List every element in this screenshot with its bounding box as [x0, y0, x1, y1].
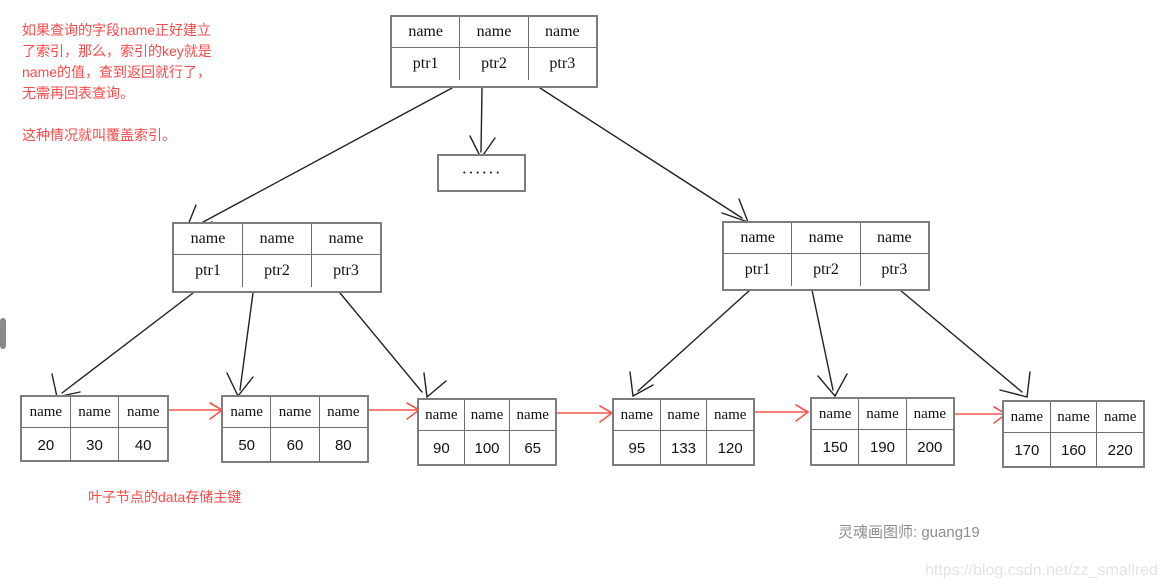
- leaf-4-key-cell-2: name: [659, 400, 707, 430]
- leaf-5-key-cell-2: name: [858, 399, 905, 429]
- root-key-cell-2: name: [459, 17, 527, 47]
- leaf-2-value-cell-2: 60: [270, 428, 318, 462]
- root-pointer-row: ptr1 ptr2 ptr3: [392, 48, 596, 80]
- leaf-node-2[interactable]: name name name 50 60 80: [221, 395, 369, 463]
- internal-left-pointer-cell-1: ptr1: [195, 262, 221, 279]
- leaf-6-value-cell-3: 220: [1096, 433, 1143, 467]
- leaf-5-value-row: 150 190 200: [812, 430, 953, 464]
- internal-node-left[interactable]: name name name ptr1 ptr2 ptr3: [172, 222, 382, 293]
- leaf-6-value-row: 170 160 220: [1004, 433, 1143, 467]
- internal-right-pointer-cell-2: ptr2: [791, 254, 859, 286]
- leaf-4-key-row: name name name: [614, 400, 753, 431]
- root-key-row: name name name: [392, 17, 596, 48]
- leaf-6-value-cell-2: 160: [1049, 433, 1097, 467]
- leaf-2-value-cell-3: 80: [318, 428, 367, 462]
- root-key-cell-3: name: [527, 17, 596, 47]
- leaf-2-key-row: name name name: [223, 397, 367, 428]
- leaf-1-value-cell-2: 30: [69, 428, 119, 462]
- internal-right-key-cell-1: name: [740, 229, 775, 246]
- internal-left-key-cell-3: name: [311, 224, 380, 254]
- leaf-5-value-cell-3: 200: [905, 430, 953, 464]
- internal-right-key-row: name name name: [724, 223, 928, 254]
- leaf-node-1[interactable]: name name name 20 30 40: [20, 395, 169, 462]
- internal-right-key-cell-3: name: [859, 223, 928, 253]
- internal-right-pointer-cell-3: ptr3: [859, 254, 928, 286]
- leaf-1-value-cell-1: 20: [37, 436, 55, 454]
- leaf-1-key-cell-2: name: [69, 397, 119, 427]
- leaf-6-key-cell-2: name: [1049, 402, 1097, 432]
- leaf-2-value-row: 50 60 80: [223, 428, 367, 462]
- leaf-4-value-row: 95 133 120: [614, 431, 753, 465]
- internal-left-key-cell-2: name: [242, 224, 311, 254]
- leaf-6-value-cell-1: 170: [1014, 441, 1040, 459]
- leaf-3-key-row: name name name: [419, 400, 555, 431]
- root-node[interactable]: name name name ptr1 ptr2 ptr3: [390, 15, 598, 88]
- ellipsis-node-text: ······: [461, 163, 502, 182]
- leaf-4-value-cell-2: 133: [659, 431, 707, 465]
- leaf-3-value-cell-2: 100: [463, 431, 510, 465]
- internal-left-pointer-cell-2: ptr2: [242, 255, 311, 287]
- leaf-5-key-cell-1: name: [818, 405, 852, 422]
- internal-left-key-cell-1: name: [190, 230, 226, 247]
- leaf-5-key-row: name name name: [812, 399, 953, 430]
- internal-right-pointer-cell-1: ptr1: [744, 261, 771, 278]
- leaf-5-value-cell-2: 190: [858, 430, 905, 464]
- leaf-2-key-cell-3: name: [318, 397, 367, 427]
- internal-right-key-cell-2: name: [791, 223, 859, 253]
- leaf-4-value-cell-1: 95: [628, 439, 646, 457]
- leaf-3-value-row: 90 100 65: [419, 431, 555, 465]
- leaf-1-value-row: 20 30 40: [22, 428, 167, 462]
- leaf-1-key-row: name name name: [22, 397, 167, 428]
- leaf-2-value-cell-1: 50: [238, 436, 255, 454]
- coverage-index-note: 如果查询的字段name正好建立 了索引，那么，索引的key就是 name的值，查…: [22, 22, 212, 143]
- root-pointer-cell-1: ptr1: [412, 55, 439, 72]
- leaf-3-key-cell-3: name: [509, 400, 555, 430]
- internal-right-pointer-row: ptr1 ptr2 ptr3: [724, 254, 928, 286]
- leaf-1-key-cell-3: name: [118, 397, 167, 427]
- leaf-4-value-cell-3: 120: [706, 431, 753, 465]
- leaf-node-4[interactable]: name name name 95 133 120: [612, 398, 755, 466]
- leaf-1-key-cell-1: name: [29, 403, 63, 420]
- leaf-3-value-cell-1: 90: [432, 439, 450, 457]
- ellipsis-node[interactable]: ······: [437, 154, 526, 192]
- leaf-6-key-cell-3: name: [1096, 402, 1143, 432]
- leaf-6-key-cell-1: name: [1010, 408, 1044, 425]
- root-key-cell-1: name: [408, 23, 443, 40]
- internal-left-pointer-row: ptr1 ptr2 ptr3: [174, 255, 380, 287]
- leaf-5-value-cell-1: 150: [822, 438, 848, 456]
- leaf-data-caption: 叶子节点的data存储主键: [88, 489, 242, 505]
- root-pointer-cell-2: ptr2: [459, 48, 527, 80]
- leaf-node-3[interactable]: name name name 90 100 65: [417, 398, 557, 466]
- internal-node-right[interactable]: name name name ptr1 ptr2 ptr3: [722, 221, 930, 291]
- leaf-3-key-cell-1: name: [425, 406, 458, 423]
- author-signature: 灵魂画图师: guang19: [838, 524, 980, 541]
- leaf-6-key-row: name name name: [1004, 402, 1143, 433]
- internal-left-pointer-cell-3: ptr3: [311, 255, 380, 287]
- leaf-3-key-cell-2: name: [463, 400, 510, 430]
- leaf-2-key-cell-1: name: [230, 403, 263, 420]
- leaf-3-value-cell-3: 65: [509, 431, 555, 465]
- scrollbar-nub[interactable]: [0, 318, 6, 349]
- root-pointer-cell-3: ptr3: [527, 48, 596, 80]
- site-watermark: https://blog.csdn.net/zz_smallred: [925, 562, 1159, 579]
- leaf-node-6[interactable]: name name name 170 160 220: [1002, 400, 1145, 468]
- leaf-4-key-cell-3: name: [706, 400, 753, 430]
- leaf-5-key-cell-3: name: [905, 399, 953, 429]
- internal-left-key-row: name name name: [174, 224, 380, 255]
- leaf-4-key-cell-1: name: [620, 406, 654, 423]
- leaf-2-key-cell-2: name: [270, 397, 318, 427]
- leaf-node-5[interactable]: name name name 150 190 200: [810, 397, 955, 466]
- leaf-1-value-cell-3: 40: [118, 428, 167, 462]
